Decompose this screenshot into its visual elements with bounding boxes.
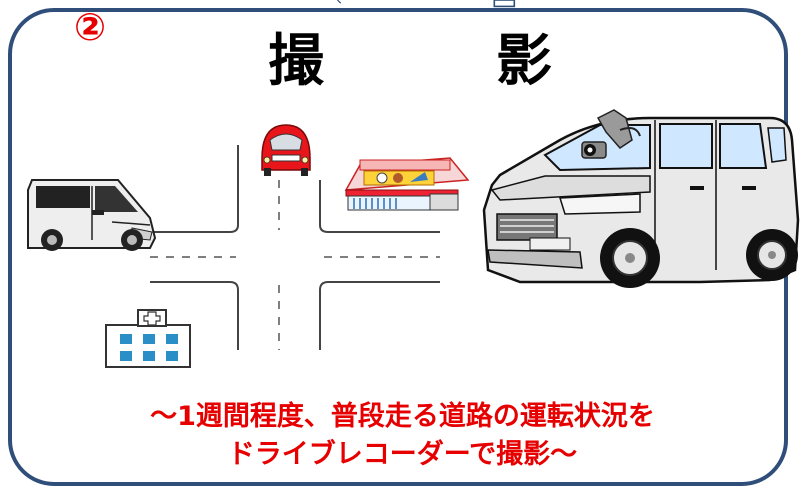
intersection-roads [150, 145, 440, 350]
top-edge-decoration [337, 0, 516, 8]
car-with-dashcam-icon [482, 116, 800, 288]
van-icon [27, 179, 157, 251]
title-char-2: 影 [496, 29, 552, 94]
caption-line-2: ドライブレコーダーで撮影～ [227, 439, 578, 470]
supermarket-icon [344, 157, 470, 211]
dash-camera-icon [581, 109, 641, 159]
red-car-icon [261, 124, 311, 176]
title-char-1: 撮 [268, 29, 324, 94]
lane-markings [150, 180, 440, 350]
caption-line-1: ～1週間程度、普段走る道路の運転状況を [150, 401, 655, 432]
step-number-badge: ② [74, 5, 107, 49]
hospital-icon [105, 309, 191, 368]
